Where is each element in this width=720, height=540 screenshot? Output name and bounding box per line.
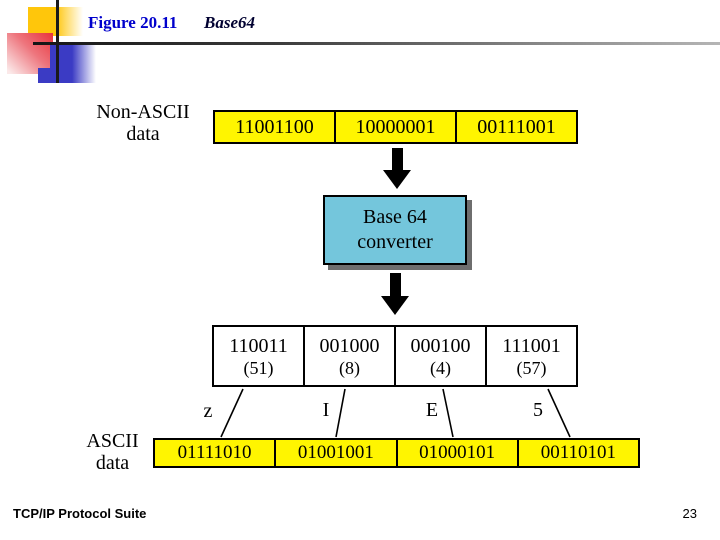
converter-label-line1: Base 64 xyxy=(363,206,427,228)
figure-number-label: Figure 20.11 xyxy=(88,13,178,32)
encoded-char: 5 xyxy=(533,399,543,421)
ascii-byte-cell: 00110101 xyxy=(516,440,638,466)
byte-cell: 00111001 xyxy=(455,112,576,142)
down-arrow-icon xyxy=(390,273,401,297)
decimal-value: (57) xyxy=(516,358,547,378)
non-ascii-data-label: Non-ASCII data xyxy=(80,101,206,145)
ascii-byte-row: 01111010 01001001 01000101 00110101 xyxy=(153,438,640,468)
non-ascii-label-line2: data xyxy=(126,123,160,145)
six-bit-cell: 110011 (51) xyxy=(214,327,303,385)
byte-cell: 10000001 xyxy=(334,112,455,142)
encoded-char: E xyxy=(425,399,439,421)
six-bit-value: 110011 xyxy=(229,335,288,357)
non-ascii-byte-row: 11001100 10000001 00111001 xyxy=(213,110,578,144)
six-bit-cell: 111001 (57) xyxy=(485,327,576,385)
non-ascii-label-line1: Non-ASCII xyxy=(96,101,190,123)
page-number: 23 xyxy=(682,506,697,521)
decimal-value: (51) xyxy=(243,358,274,378)
corner-decoration-red-square xyxy=(7,33,53,74)
ascii-label-line1: ASCII xyxy=(86,430,139,452)
figure-title: Base64 xyxy=(204,13,255,32)
corner-decoration-blue-small-square xyxy=(38,68,54,83)
ascii-byte-cell: 01000101 xyxy=(395,440,517,466)
six-bit-group-row: 110011 (51) 001000 (8) 000100 (4) 111001… xyxy=(212,325,578,387)
decimal-value: (4) xyxy=(430,358,451,378)
base64-converter-box: Base 64 converter xyxy=(323,195,467,265)
six-bit-value: 001000 xyxy=(319,335,380,357)
encoded-char: I xyxy=(322,399,330,421)
down-arrow-head-icon xyxy=(383,170,411,189)
six-bit-cell: 000100 (4) xyxy=(394,327,485,385)
encoded-char: z xyxy=(203,400,213,422)
six-bit-value: 111001 xyxy=(502,335,561,357)
header-divider-line xyxy=(33,42,720,45)
down-arrow-icon xyxy=(392,148,403,171)
converter-label-line2: converter xyxy=(357,231,433,253)
six-bit-cell: 001000 (8) xyxy=(303,327,394,385)
book-title-footer: TCP/IP Protocol Suite xyxy=(13,506,147,521)
corner-decoration-vertical-line xyxy=(56,0,59,83)
ascii-byte-cell: 01111010 xyxy=(155,440,275,466)
corner-decoration-yellow-square xyxy=(28,7,83,36)
ascii-byte-cell: 01001001 xyxy=(274,440,396,466)
byte-cell: 11001100 xyxy=(215,112,334,142)
decimal-value: (8) xyxy=(339,358,360,378)
ascii-data-label: ASCII data xyxy=(60,430,165,474)
six-bit-value: 000100 xyxy=(410,335,471,357)
ascii-label-line2: data xyxy=(95,452,130,474)
down-arrow-head-icon xyxy=(381,296,409,315)
